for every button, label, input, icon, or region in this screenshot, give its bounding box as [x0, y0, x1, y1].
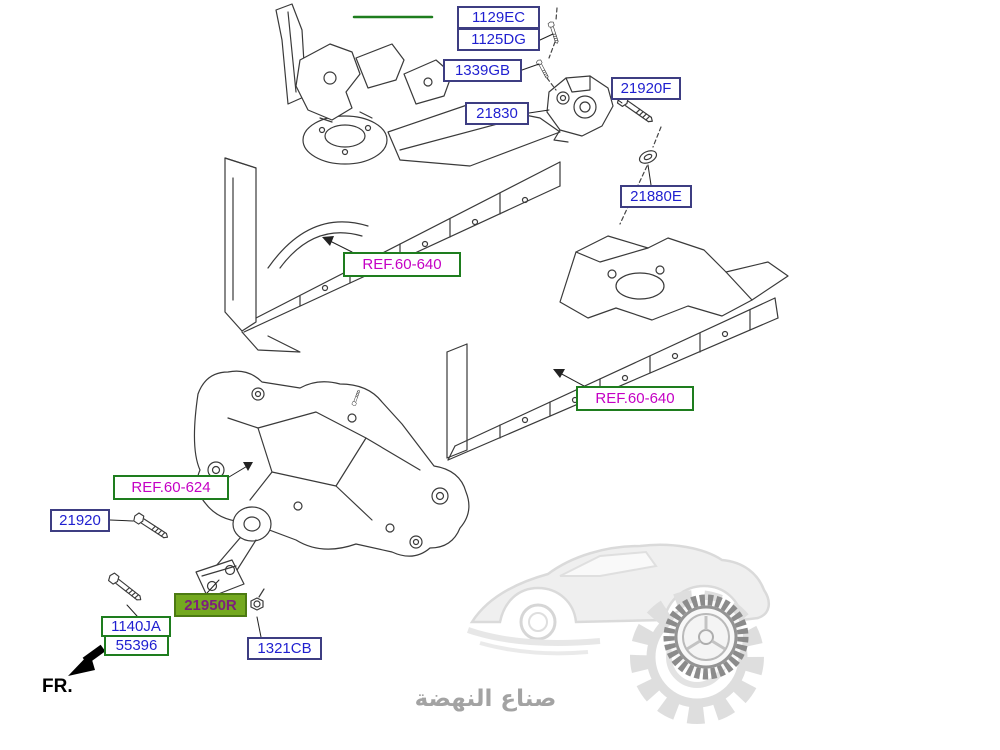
- part-label-21920f[interactable]: 21920F: [611, 77, 681, 100]
- front-side-member-left-art: [224, 3, 561, 353]
- fr-direction-arrow: [68, 644, 106, 676]
- engine-mount-bracket-art: [546, 75, 614, 143]
- ref-label-60-640-upper[interactable]: REF.60-640: [343, 252, 461, 277]
- watermark-art: [467, 543, 771, 724]
- watermark-tire-icon: [663, 594, 749, 680]
- part-label-1339gb[interactable]: 1339GB: [443, 59, 522, 82]
- part-label-55396[interactable]: 55396: [104, 635, 169, 656]
- bolt-1339gb-art: [535, 58, 551, 80]
- part-label-1321cb[interactable]: 1321CB: [247, 637, 322, 660]
- part-label-1125dg[interactable]: 1125DG: [457, 28, 540, 51]
- front-side-member-right-art: [446, 235, 789, 461]
- part-label-21880e[interactable]: 21880E: [620, 185, 692, 208]
- washer-21880e-art: [638, 150, 658, 164]
- bolt-1129-art: [547, 20, 561, 45]
- watermark-car-icon: [467, 543, 771, 656]
- bolt-1140ja-art: [106, 571, 145, 604]
- ref-label-60-640-lower[interactable]: REF.60-640: [576, 386, 694, 411]
- leader-lines: [109, 33, 652, 638]
- roll-rod-bracket-art: [195, 506, 272, 599]
- fr-indicator-text: FR.: [42, 676, 73, 697]
- part-label-21920[interactable]: 21920: [50, 509, 110, 532]
- ref-label-60-624[interactable]: REF.60-624: [113, 475, 229, 500]
- part-label-1140ja[interactable]: 1140JA: [101, 616, 171, 637]
- nut-1321cb-art: [250, 588, 265, 611]
- bolt-21920-art: [131, 511, 171, 542]
- part-label-21950r-highlighted[interactable]: 21950R: [174, 593, 247, 617]
- part-label-1129ec[interactable]: 1129EC: [457, 6, 540, 29]
- part-label-21830[interactable]: 21830: [465, 102, 529, 125]
- watermark-text: صناع النهضة: [414, 686, 557, 712]
